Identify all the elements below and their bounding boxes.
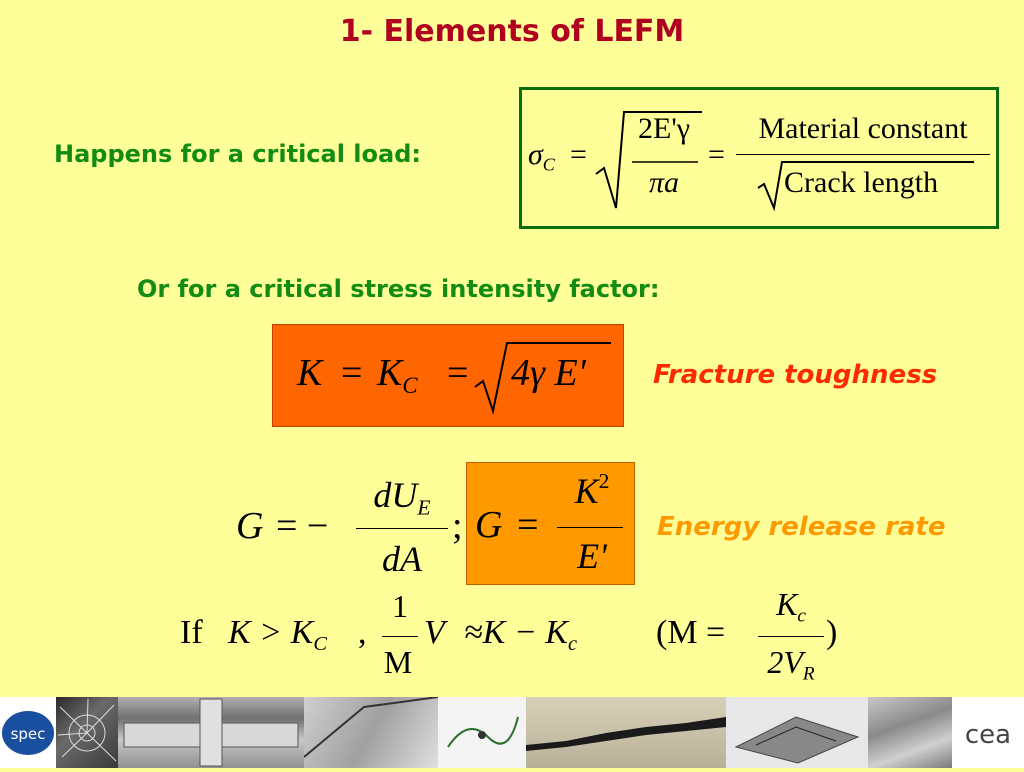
eq2-k: K <box>297 352 323 394</box>
crack-image <box>526 697 726 768</box>
fracture-toughness-label: Fracture toughness <box>653 360 938 390</box>
eq3-eq: = − <box>276 505 329 547</box>
eq4-if: If <box>180 614 203 651</box>
radical-icon <box>595 111 702 209</box>
eq3-den2: E' <box>577 536 607 576</box>
cea-logo: cea <box>952 697 1024 768</box>
eq1-equals2: = <box>708 138 725 171</box>
critical-load-label: Happens for a critical load: <box>54 140 421 168</box>
eq3-fraction-bar <box>356 528 448 529</box>
cracked-glass-image <box>56 697 118 768</box>
eq2-root: 4γ E' <box>511 352 586 394</box>
eq3-fraction-bar-2 <box>557 527 623 528</box>
eq3-den: dA <box>382 539 422 579</box>
spec-logo-icon: spec <box>2 711 54 755</box>
eq3-num: dUE <box>373 475 431 520</box>
eq4-fraction-bar <box>382 636 418 637</box>
fracture-toughness-box: K = KC = 4γ E' <box>272 324 624 427</box>
eq3-g: G <box>236 505 264 547</box>
eq4-paren-open: (M = <box>656 614 726 651</box>
eq1-numerator: 2E'γ <box>638 112 690 145</box>
material-constant: Material constant <box>758 112 968 145</box>
surface-plot-image <box>726 697 868 768</box>
image-strip: spec cea <box>0 696 1024 768</box>
radical-icon-2 <box>757 161 974 212</box>
critical-load-equation-box: σC = 2E'γ πa = Material constant Crack l… <box>519 87 999 229</box>
eq2-kc: KC <box>377 352 418 398</box>
svg-text:cea: cea <box>965 720 1011 750</box>
eq4-approx: ≈K − Kc <box>464 614 578 656</box>
eq1-sigma: σC <box>528 138 555 175</box>
svg-text:spec: spec <box>11 725 46 743</box>
eq3-sep: ; <box>452 505 463 547</box>
pipe-image <box>118 697 304 768</box>
eq4-v: V <box>424 614 445 651</box>
eq1-denominator: πa <box>648 166 680 199</box>
spec-logo: spec <box>0 697 56 768</box>
eq1-fraction-bar <box>736 154 990 155</box>
critical-sif-label: Or for a critical stress intensity facto… <box>137 275 660 303</box>
eq3-eq2: = <box>517 504 539 546</box>
eq4-m: M <box>383 644 413 680</box>
eq4-kc: Kc <box>776 586 806 627</box>
eq4-cond: K > KC <box>228 614 327 656</box>
eq4-one: 1 <box>392 588 408 624</box>
energy-release-box: G = K2 E' <box>466 462 635 585</box>
energy-release-label: Energy release rate <box>657 512 946 542</box>
eq4-paren-close: ) <box>826 614 838 651</box>
radical-icon-3 <box>474 342 611 415</box>
eq4-comma: , <box>358 614 367 651</box>
fracture-surface-image <box>868 697 952 768</box>
slide-title: 1- Elements of LEFM <box>339 14 685 49</box>
eq2-eq: = <box>341 352 363 394</box>
crack-length: Crack length <box>784 166 939 199</box>
eq3-g2: G <box>475 504 503 546</box>
simulation-image <box>438 697 526 768</box>
eq1-equals: = <box>570 138 587 171</box>
eq4-two-v: 2VR <box>767 644 815 685</box>
microstructure-image <box>303 696 439 768</box>
cea-logo-icon: cea <box>965 720 1011 750</box>
eq3-num2: K2 <box>574 469 610 512</box>
eq2-eq2: = <box>447 352 469 394</box>
eq4-fraction-bar-2 <box>758 636 824 637</box>
